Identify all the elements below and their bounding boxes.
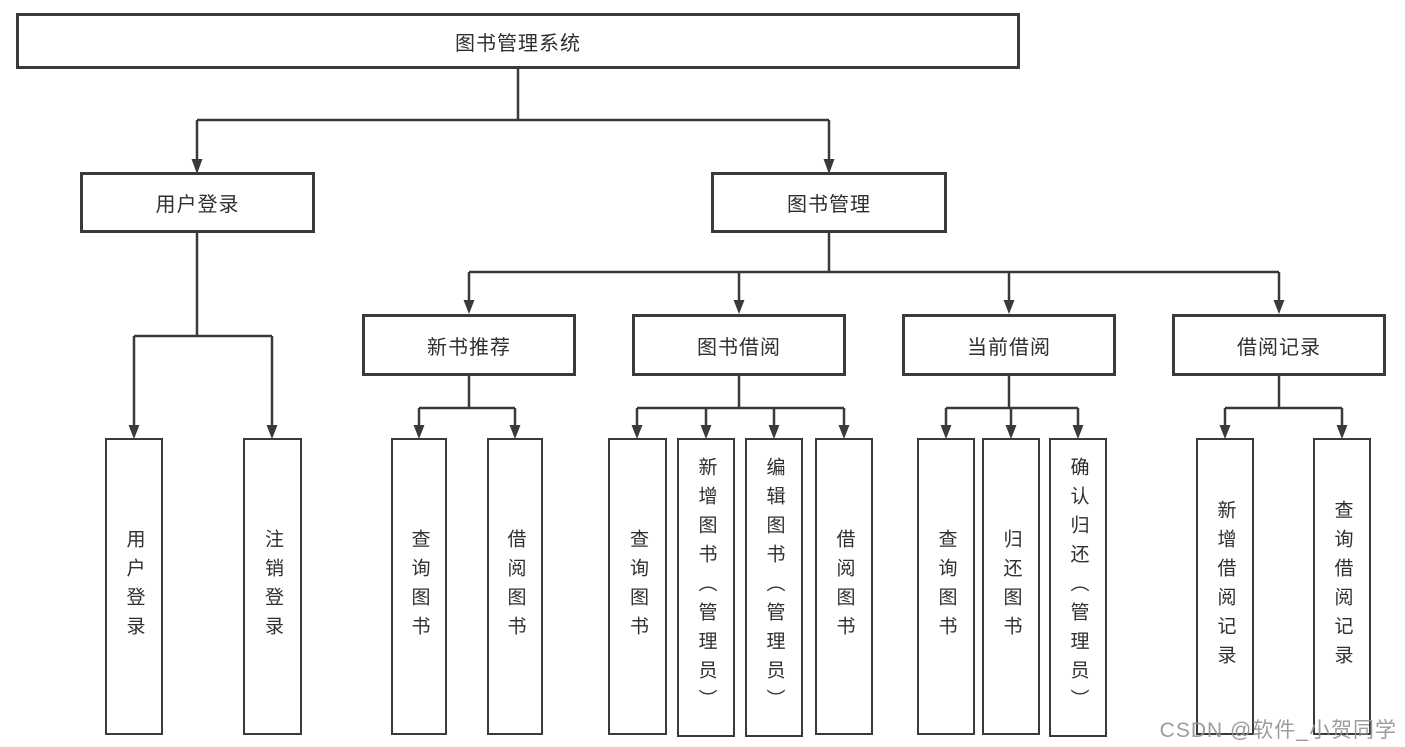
leaf-query-borrow-record: 查询借阅记录 [1313,438,1371,735]
node-borrow-records: 借阅记录 [1172,314,1386,376]
arrow-down-icon [266,425,278,439]
leaf-logout-label: 注销登录 [262,528,283,645]
arrow-down-icon [733,300,745,314]
leaf-query-books-borrow: 查询图书 [608,438,667,735]
leaf-user-login: 用户登录 [105,438,163,735]
node-user-login: 用户登录 [80,172,315,233]
connector-records-to-leaves [1223,376,1344,426]
node-book-borrow-label: 图书借阅 [697,336,781,359]
connector-userlogin-to-leaves [132,233,274,426]
arrow-down-icon [128,425,140,439]
connector-current-to-leaves [944,376,1080,426]
leaf-borrow-books-recommend-label: 借阅图书 [504,528,526,645]
node-book-management-label: 图书管理 [787,194,871,216]
leaf-query-books-borrow-label: 查询图书 [627,528,648,645]
leaf-return-books-label: 归还图书 [1000,528,1022,645]
arrow-down-icon [1003,300,1015,314]
arrow-down-icon [1273,300,1285,314]
leaf-query-borrow-record-label: 查询借阅记录 [1331,499,1353,674]
arrow-down-icon [1005,425,1017,439]
arrow-down-icon [700,425,712,439]
leaf-add-borrow-record: 新增借阅记录 [1196,438,1254,735]
leaf-query-books-recommend-label: 查询图书 [408,528,430,645]
leaf-logout: 注销登录 [243,438,302,735]
leaf-borrow-books-label: 借阅图书 [833,528,855,645]
node-new-book-recommend-label: 新书推荐 [427,336,511,359]
connector-newbook-to-leaves [417,376,517,426]
arrow-down-icon [413,425,425,439]
leaf-return-books: 归还图书 [982,438,1040,735]
leaf-add-book-admin: 新增图书（管理员） [677,438,735,737]
arrow-down-icon [631,425,643,439]
node-new-book-recommend: 新书推荐 [362,314,576,376]
node-library-system: 图书管理系统 [16,13,1020,69]
leaf-add-borrow-record-label: 新增借阅记录 [1214,499,1236,674]
node-current-borrow-label: 当前借阅 [967,336,1051,359]
node-borrow-records-label: 借阅记录 [1237,336,1321,359]
connector-borrow-to-leaves [635,376,846,426]
leaf-edit-book-admin-label: 编辑图书（管理员） [763,457,785,718]
arrow-down-icon [1336,425,1348,439]
arrow-down-icon [940,425,952,439]
arrow-down-icon [838,425,850,439]
node-book-management: 图书管理 [711,172,947,233]
arrow-down-icon [768,425,780,439]
connector-bookmgmt-to-level3 [467,233,1281,301]
node-current-borrow: 当前借阅 [902,314,1116,376]
leaf-confirm-return-admin-label: 确认归还（管理员） [1067,457,1089,718]
arrow-down-icon [509,425,521,439]
leaf-edit-book-admin: 编辑图书（管理员） [745,438,803,737]
leaf-confirm-return-admin: 确认归还（管理员） [1049,438,1107,737]
leaf-query-books-current: 查询图书 [917,438,975,735]
node-user-login-label: 用户登录 [155,194,240,216]
leaf-query-books-current-label: 查询图书 [935,528,957,645]
node-library-system-label: 图书管理系统 [455,32,581,55]
arrow-down-icon [463,300,475,314]
leaf-borrow-books: 借阅图书 [815,438,873,735]
leaf-query-books-recommend: 查询图书 [391,438,447,735]
arrow-down-icon [1219,425,1231,439]
leaf-add-book-admin-label: 新增图书（管理员） [695,457,717,718]
leaf-borrow-books-recommend: 借阅图书 [487,438,543,735]
leaf-user-login-label: 用户登录 [123,528,145,645]
node-book-borrow: 图书借阅 [632,314,846,376]
watermark-text: CSDN @软件_小贺同学 [1159,719,1397,742]
arrow-down-icon [1072,425,1084,439]
connector-root-to-level2 [195,69,831,160]
